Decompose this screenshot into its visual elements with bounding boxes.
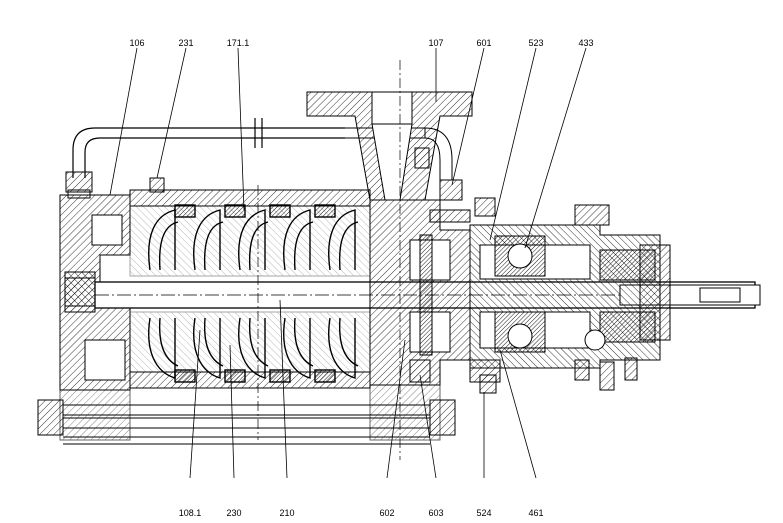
callout-210: 210: [279, 508, 294, 518]
bearing-housing: [469, 204, 671, 391]
callout-601: 601: [476, 38, 491, 48]
callout-108-1: 108.1: [179, 508, 202, 518]
leader-lines: [109, 47, 587, 479]
callout-labels: 106 231 171.1 107 601 523 433 108.1 230 …: [129, 38, 593, 518]
callout-230: 230: [226, 508, 241, 518]
impellers-lower: [148, 317, 359, 383]
callout-107: 107: [428, 38, 443, 48]
callout-523: 523: [528, 38, 543, 48]
callout-106: 106: [129, 38, 144, 48]
discharge-casing: [369, 199, 471, 386]
callout-171-1: 171.1: [227, 38, 250, 48]
callout-433: 433: [578, 38, 593, 48]
callout-461: 461: [528, 508, 543, 518]
centerlines: [257, 60, 401, 460]
fasteners: [149, 147, 497, 394]
callout-603: 603: [428, 508, 443, 518]
callout-602: 602: [379, 508, 394, 518]
callout-524: 524: [476, 508, 491, 518]
tie-rods: [37, 384, 456, 445]
impellers-upper: [148, 204, 359, 271]
pump-geometry: [37, 47, 761, 479]
callout-231: 231: [178, 38, 193, 48]
